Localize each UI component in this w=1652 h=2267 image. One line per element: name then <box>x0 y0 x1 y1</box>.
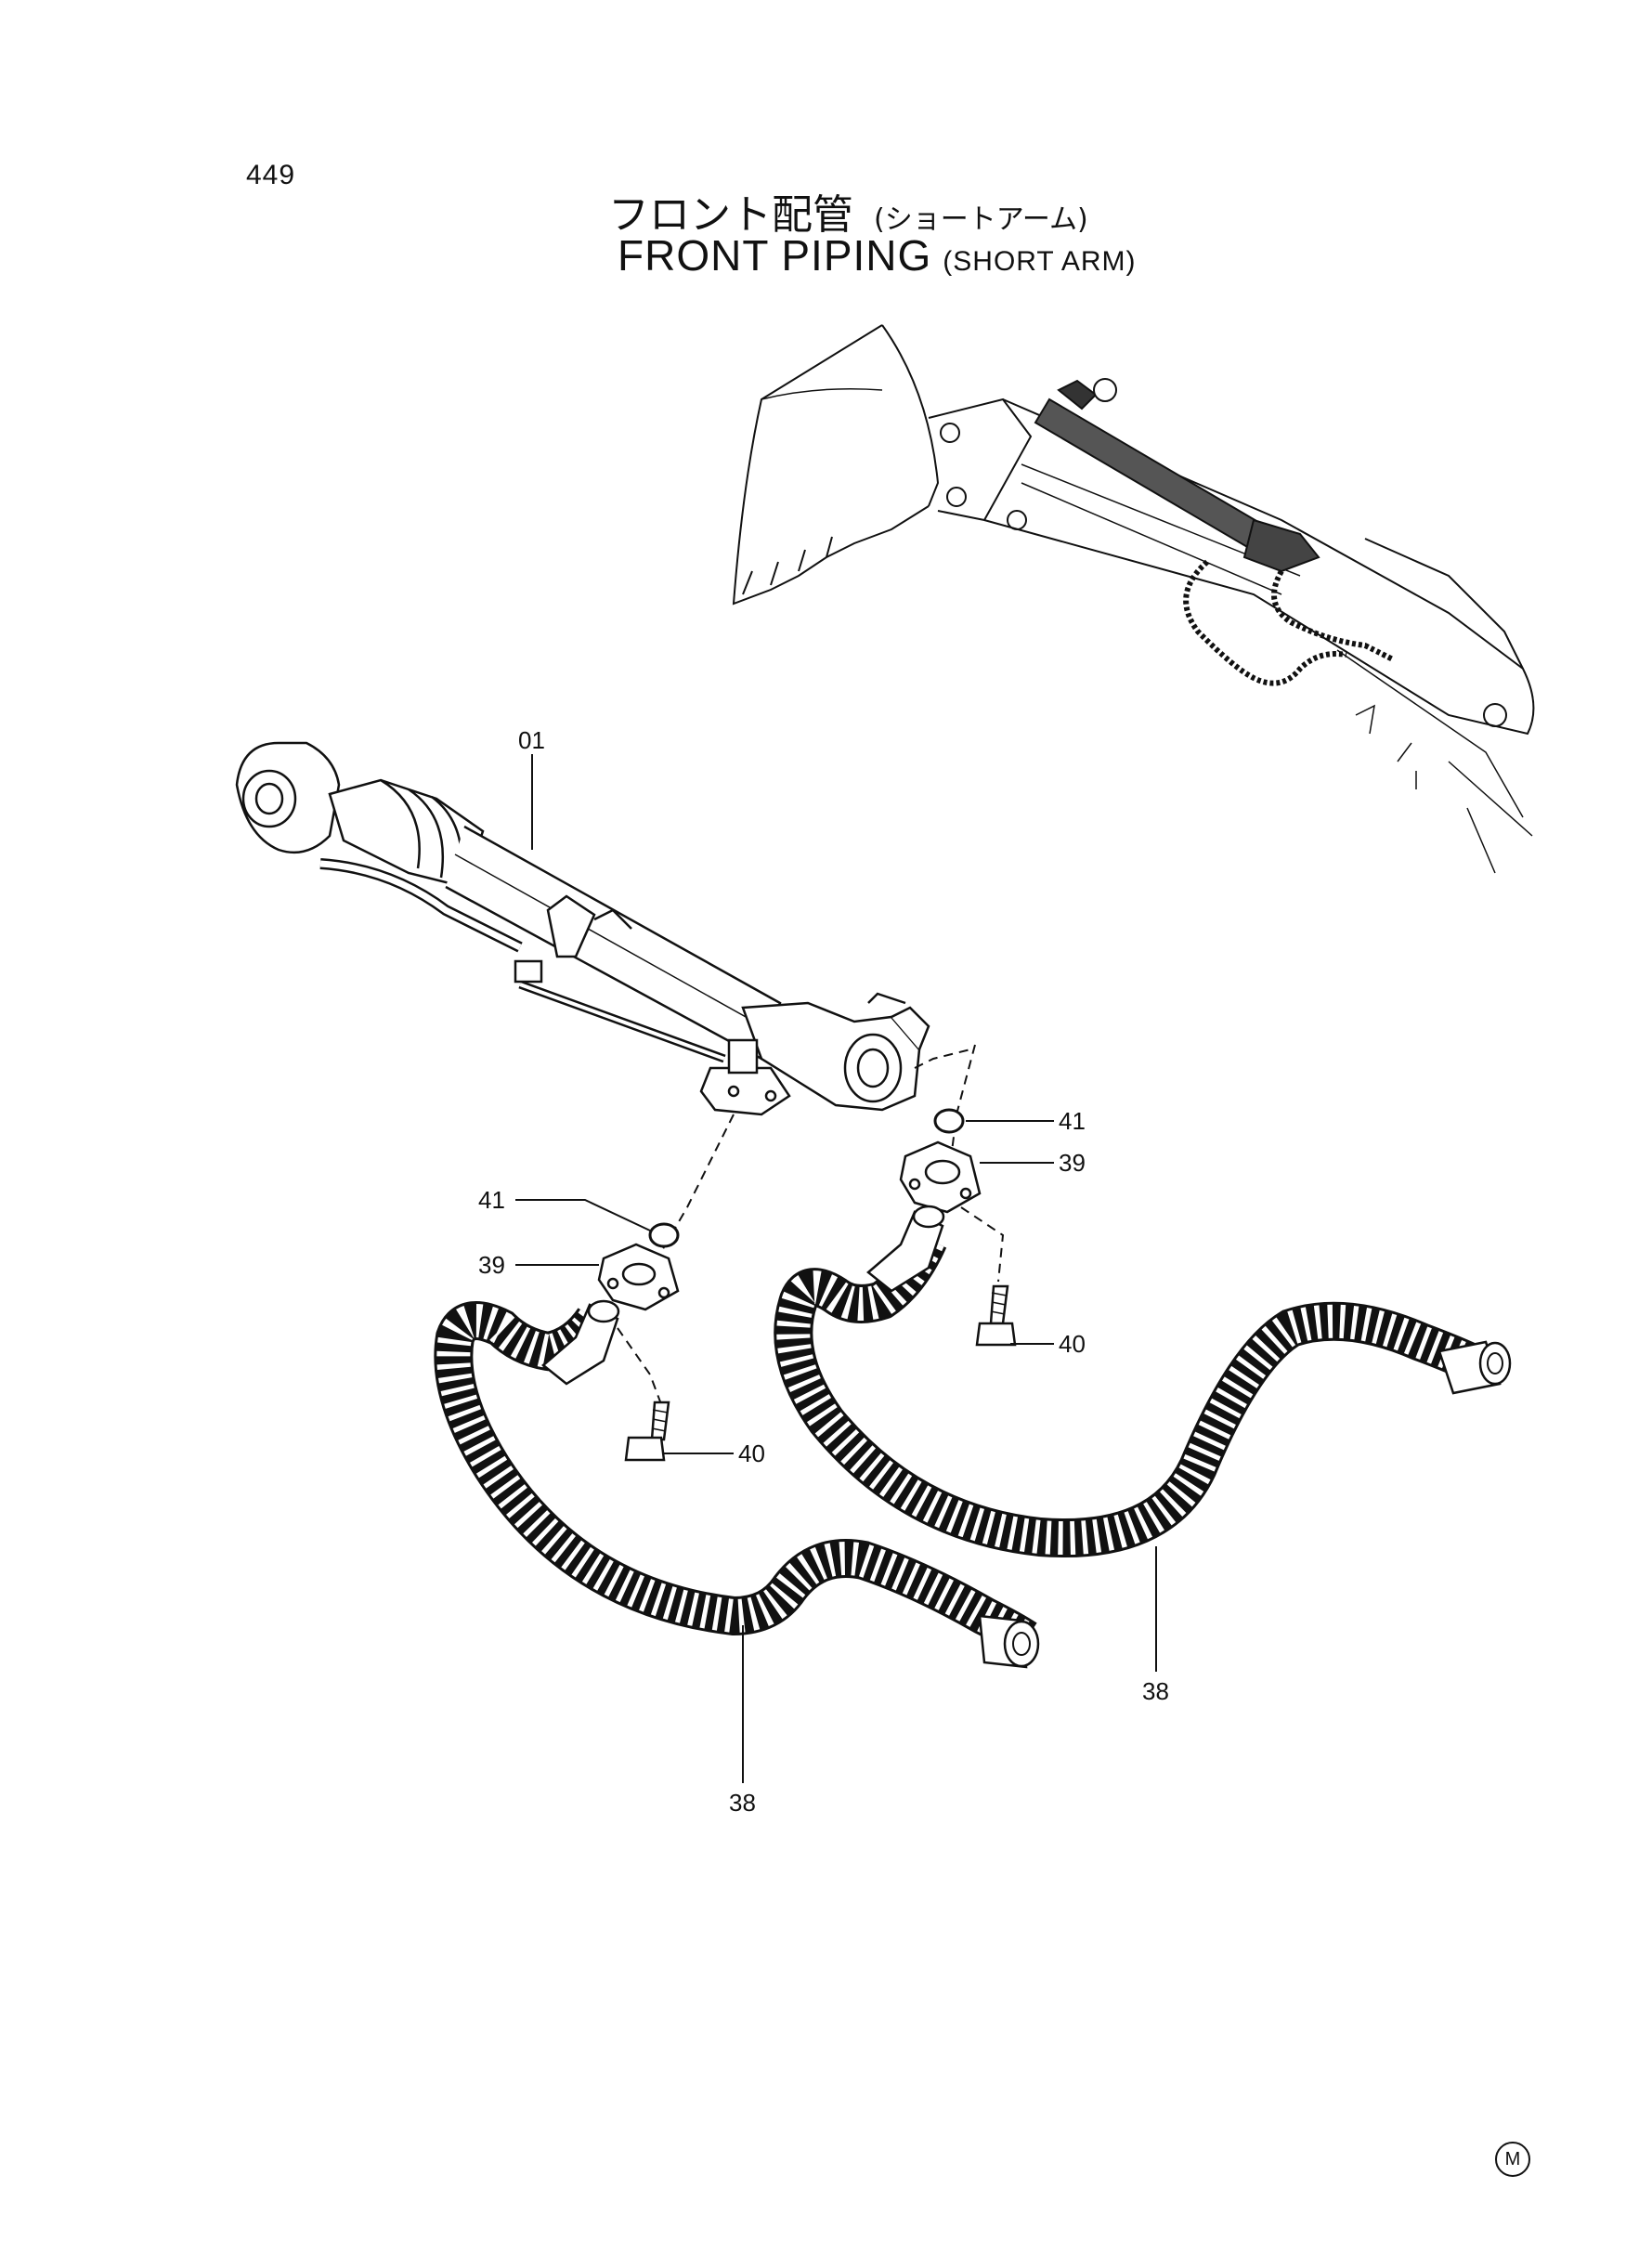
callout-bolt-right: 40 <box>1059 1330 1086 1358</box>
o-ring-right <box>933 1108 965 1134</box>
callout-cylinder: 01 <box>518 726 545 754</box>
inset-arm-illustration <box>732 324 1535 874</box>
title-en-sub: (SHORT ARM) <box>943 246 1137 277</box>
split-flange-left <box>597 1243 680 1311</box>
title-japanese: フロント配管 (ショートアーム) <box>608 181 1088 241</box>
arm-cylinder <box>235 741 930 1116</box>
callout-o-ring-right: 41 <box>1059 1107 1086 1135</box>
hose-right <box>774 1205 1512 1557</box>
title-jp-sub: (ショートアーム) <box>874 203 1088 236</box>
hose-left <box>434 1299 1040 1669</box>
callout-hose-right: 38 <box>1142 1677 1169 1705</box>
callout-flange-right: 39 <box>1059 1149 1086 1177</box>
callout-flange-left: 39 <box>478 1251 505 1279</box>
callout-bolt-left: 40 <box>738 1440 765 1467</box>
split-flange-right <box>899 1140 982 1214</box>
page-number: 449 <box>246 160 296 190</box>
callout-o-ring-left: 41 <box>478 1186 505 1214</box>
title-english: FRONT PIPING (SHORT ARM) <box>618 230 1137 280</box>
title-jp-main: フロント配管 <box>608 191 853 239</box>
bolt-left <box>624 1401 670 1462</box>
registered-mark: M <box>1495 2142 1530 2177</box>
o-ring-left <box>648 1222 680 1248</box>
callout-leaders <box>515 754 1157 1783</box>
title-en-main: FRONT PIPING <box>618 231 932 280</box>
bolt-right <box>975 1284 1017 1347</box>
callout-hose-left: 38 <box>729 1789 756 1817</box>
